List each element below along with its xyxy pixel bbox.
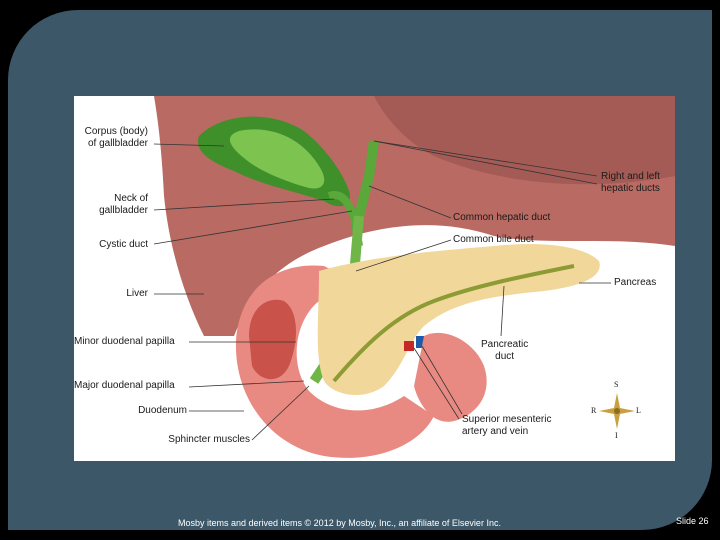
label-pancreatic-duct: Pancreatic duct xyxy=(481,339,529,362)
anatomy-illustration xyxy=(153,96,675,458)
duodenum-lumen xyxy=(249,299,296,380)
liver-lobe-upper xyxy=(374,96,675,185)
label-corpus-gallbladder: Corpus (body) of gallbladder xyxy=(84,126,148,149)
label-pancreas: Pancreas xyxy=(614,277,657,288)
bowel-loop xyxy=(414,332,487,422)
pancreas-shape xyxy=(317,244,600,396)
compass-s: S xyxy=(614,380,619,389)
label-common-bile-duct: Common bile duct xyxy=(453,234,534,245)
pancreatic-duct xyxy=(332,264,575,383)
anatomy-figure: Corpus (body) of gallbladder Neck of gal… xyxy=(74,96,675,461)
label-duodenum: Duodenum xyxy=(138,405,187,416)
compass-r: R xyxy=(591,406,597,415)
label-hepatic-ducts: Right and left hepatic ducts xyxy=(601,171,660,194)
compass-i: I xyxy=(615,431,618,440)
label-sphincter: Sphincter muscles xyxy=(168,434,250,445)
gallbladder-inner xyxy=(229,129,325,189)
leader-lines xyxy=(153,140,611,441)
label-mesenteric: Superior mesenteric artery and vein xyxy=(462,414,552,437)
compass-l: L xyxy=(636,406,641,415)
label-common-hepatic-duct: Common hepatic duct xyxy=(453,212,551,223)
label-neck-gallbladder: Neck of gallbladder xyxy=(99,193,148,216)
label-major-papilla: Major duodenal papilla xyxy=(74,380,175,391)
label-cystic-duct: Cystic duct xyxy=(99,239,148,250)
label-minor-papilla: Minor duodenal papilla xyxy=(74,336,175,347)
compass-rose xyxy=(599,393,635,429)
copyright-text: Mosby items and derived items © 2012 by … xyxy=(178,518,501,528)
hepatic-duct xyxy=(354,140,379,218)
label-liver: Liver xyxy=(126,288,148,299)
mesenteric-artery xyxy=(404,341,414,351)
slide-number: Slide 26 xyxy=(676,516,709,526)
